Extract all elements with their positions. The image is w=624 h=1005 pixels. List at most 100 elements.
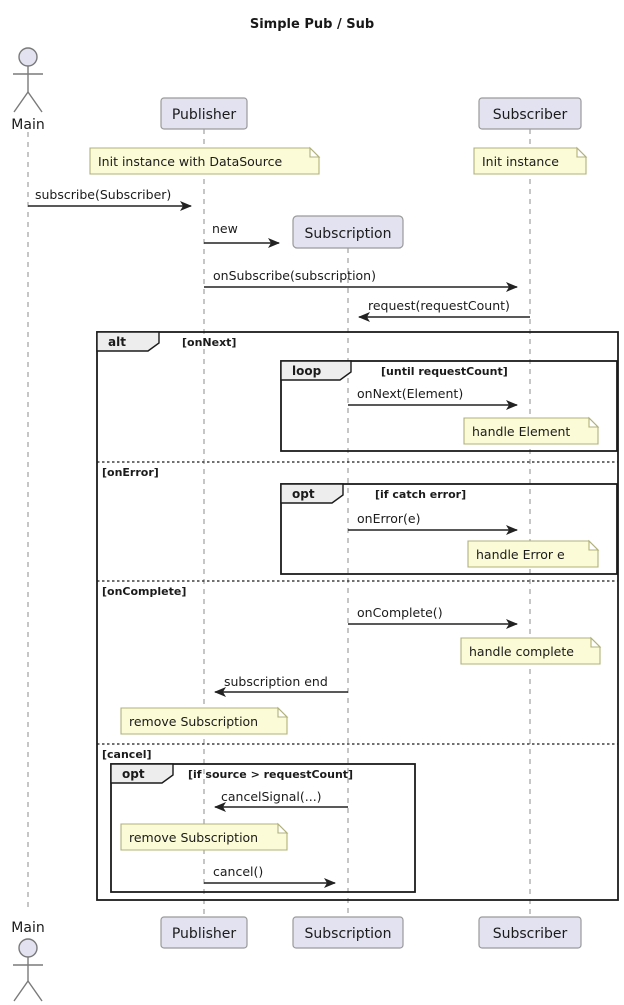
message-on-next[interactable]: onNext(Element) [348,386,518,410]
fragment-guard-label: [if catch error] [375,488,466,501]
note-shape [460,637,601,665]
message-on-complete[interactable]: onComplete() [348,605,518,629]
note-handle-error[interactable]: handle Error e [467,539,600,568]
fragment-outline [110,763,416,893]
message-label: onError(e) [357,511,420,526]
note-remove-subscription-2[interactable]: remove Subscription [120,822,289,851]
actor-leg-left-icon [13,91,29,113]
actor-head-icon [18,47,38,67]
participant-label-subscriber-top: Subscriber [493,107,568,123]
note-fold-icon [590,636,602,648]
message-on-subscribe[interactable]: onSubscribe(subscription) [204,268,518,292]
note-text: handle Error e [476,547,565,562]
note-fold-icon [588,416,600,428]
note-shape [120,823,288,851]
fragment-operator-tab [110,763,174,784]
participant-label-subscription-created: Subscription [305,226,392,242]
note-text: handle complete [469,644,574,659]
fragment-operator-tab [280,483,344,504]
message-subscription-end[interactable]: subscription end [214,674,348,697]
lifelines [27,129,531,917]
note-fold-icon [277,822,289,834]
note-shape [467,540,599,568]
fragment-operator-tab [280,360,352,381]
fragment-opt-cancel[interactable]: opt [if source > requestCount] [110,763,416,893]
fragment-operator-tab [96,331,160,352]
fragment-alt[interactable]: alt [onNext] [onError] [onComplete] [can… [96,331,619,901]
actor-head-icon [18,938,38,958]
actor-leg-right-icon [27,980,43,1002]
note-shape [463,417,599,445]
fragment-section-guard-oncomplete: [onComplete] [102,585,186,598]
fragment-section-guard-cancel: [cancel] [102,748,152,761]
fragment-opt-error[interactable]: opt [if catch error] [280,483,618,575]
note-shape [473,147,587,175]
note-shape [89,147,320,175]
actor-label-main-bottom: Main [11,920,44,936]
message-subscribe[interactable]: subscribe(Subscriber) [28,187,192,211]
actor-leg-right-icon [27,91,43,113]
fragment-guard-label: [onNext] [182,336,236,349]
participant-subscriber-top[interactable]: Subscriber [478,97,582,130]
message-new[interactable]: new [204,221,280,248]
message-label: new [212,221,238,236]
fragment-guard-label: [if source > requestCount] [188,768,353,781]
fragment-guard-label: [until requestCount] [381,365,508,378]
note-remove-subscription-1[interactable]: remove Subscription [120,706,289,735]
fragment-operator-label: alt [108,335,126,349]
note-init-subscriber[interactable]: Init instance [473,146,588,175]
participant-box[interactable] [160,97,248,130]
participant-subscription-bottom[interactable]: Subscription [292,916,404,949]
actor-main-bottom[interactable]: Main [11,920,45,1002]
participant-label-subscription-bottom: Subscription [305,926,392,942]
participant-box[interactable] [292,916,404,949]
message-label: cancelSignal(...) [221,789,322,804]
note-text: Init instance with DataSource [98,154,282,169]
note-fold-icon [588,539,600,551]
participant-label-publisher-bottom: Publisher [172,926,237,942]
note-fold-icon [309,146,321,158]
message-label: request(requestCount) [368,298,510,313]
participant-subscription-created[interactable]: Subscription [292,215,404,249]
participant-box[interactable] [478,916,582,949]
participant-label-subscriber-bottom: Subscriber [493,926,568,942]
note-fold-icon [576,146,588,158]
participant-publisher-top[interactable]: Publisher [160,97,248,130]
note-handle-element[interactable]: handle Element [463,416,600,445]
note-text: remove Subscription [129,714,258,729]
message-label: onNext(Element) [357,386,463,401]
fragment-operator-label: loop [292,364,322,378]
fragment-operator-label: opt [122,767,145,781]
note-fold-icon [277,706,289,718]
message-request[interactable]: request(requestCount) [358,298,530,322]
note-text: handle Element [472,424,570,439]
participant-subscriber-bottom[interactable]: Subscriber [478,916,582,949]
message-label: onComplete() [357,605,443,620]
fragment-section-guard-onerror: [onError] [102,466,159,479]
actor-main-top[interactable]: Main [11,47,45,133]
fragment-outline [280,360,618,452]
fragment-loop[interactable]: loop [until requestCount] [280,360,618,452]
fragment-outline [96,331,619,901]
message-label: subscription end [224,674,328,689]
note-shape [120,707,288,735]
message-cancel[interactable]: cancel() [204,864,336,888]
note-text: Init instance [482,154,559,169]
participant-box[interactable] [292,215,404,249]
note-init-publisher[interactable]: Init instance with DataSource [89,146,321,175]
message-label: onSubscribe(subscription) [213,268,376,283]
fragment-operator-label: opt [292,487,315,501]
note-text: remove Subscription [129,830,258,845]
message-label: cancel() [213,864,263,879]
message-cancel-signal[interactable]: cancelSignal(...) [214,789,348,812]
page-title: Simple Pub / Sub [250,17,374,32]
note-handle-complete[interactable]: handle complete [460,636,602,665]
participant-box[interactable] [478,97,582,130]
participant-publisher-bottom[interactable]: Publisher [160,916,248,949]
actor-leg-left-icon [13,980,29,1002]
participant-box[interactable] [160,916,248,949]
message-on-error[interactable]: onError(e) [348,511,518,535]
participant-label-publisher-top: Publisher [172,107,237,123]
